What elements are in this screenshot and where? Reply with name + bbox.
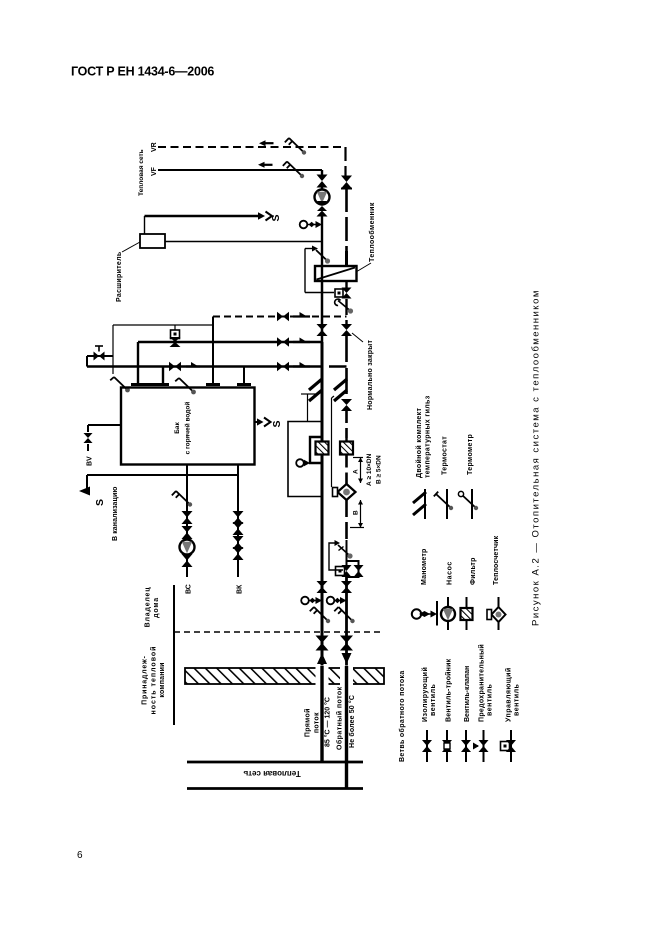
svg-text:Насос: Насос (447, 561, 454, 585)
svg-text:Рисунок А.2 — Отопительная сис: Рисунок А.2 — Отопительная система с теп… (531, 289, 542, 626)
svg-text:дома: дома (153, 597, 160, 618)
svg-text:Термометр: Термометр (467, 434, 474, 475)
svg-text:Тепловая сеть: Тепловая сеть (243, 769, 300, 778)
svg-text:Не более 50 °С: Не более 50 °С (348, 695, 356, 748)
svg-text:Нормально закрыт: Нормально закрыт (367, 340, 374, 410)
svg-text:с горячей водой: с горячей водой (184, 402, 192, 455)
svg-text:поток: поток (314, 712, 321, 733)
svg-text:В ≥ 5×DN: В ≥ 5×DN (376, 455, 383, 484)
svg-text:S: S (270, 214, 282, 221)
svg-text:Теплообменник: Теплообменник (368, 202, 376, 262)
svg-text:вентиль: вентиль (487, 683, 494, 716)
svg-text:ВК: ВК (237, 584, 244, 594)
svg-text:В канализацию: В канализацию (112, 487, 119, 541)
svg-text:Прямой: Прямой (304, 708, 312, 737)
svg-text:Владелец: Владелец (145, 587, 152, 628)
svg-text:VR: VR (151, 142, 158, 152)
svg-text:85 °С — 120 °С: 85 °С — 120 °С (324, 697, 332, 747)
svg-text:В: В (353, 510, 360, 515)
svg-text:Принадлеж-: Принадлеж- (142, 655, 149, 705)
svg-text:Двойной комплект: Двойной комплект (415, 407, 423, 478)
svg-text:Теплосчетчик: Теплосчетчик (493, 535, 500, 585)
svg-text:Вентиль-тройник: Вентиль-тройник (445, 658, 453, 722)
svg-text:Предохранительный: Предохранительный (478, 644, 486, 722)
svg-text:VF: VF (151, 166, 158, 176)
svg-text:ность тепловой: ность тепловой (150, 646, 158, 715)
svg-text:Фильтр: Фильтр (470, 557, 477, 585)
svg-text:вентиль: вентиль (430, 683, 437, 716)
svg-text:Управляющий: Управляющий (505, 667, 513, 722)
svg-text:температурных гильз: температурных гильз (425, 395, 432, 478)
svg-text:Ветвь обратного потока: Ветвь обратного потока (398, 670, 406, 762)
svg-text:А: А (353, 469, 360, 474)
svg-text:компании: компании (159, 662, 166, 697)
svg-text:Расширитель: Расширитель (116, 251, 123, 302)
svg-text:Изолирующий: Изолирующий (421, 667, 429, 722)
svg-text:Тепловая сеть: Тепловая сеть (138, 149, 145, 196)
svg-text:S: S (94, 499, 106, 506)
svg-text:А ≥ 10×DN: А ≥ 10×DN (366, 453, 373, 486)
svg-text:ВС: ВС (186, 584, 193, 594)
svg-text:Термостат: Термостат (442, 436, 449, 475)
svg-text:Бак: Бак (174, 421, 181, 433)
svg-text:Обратный поток: Обратный поток (336, 686, 344, 750)
svg-text:S: S (271, 420, 283, 427)
svg-text:ГОСТ Р ЕН 1434-6—2006: ГОСТ Р ЕН 1434-6—2006 (71, 65, 214, 79)
svg-text:Вентиль-клапан: Вентиль-клапан (464, 666, 471, 722)
svg-text:Манометр: Манометр (421, 548, 428, 585)
svg-text:6: 6 (77, 850, 83, 861)
svg-text:BV: BV (87, 456, 94, 466)
svg-text:вентиль: вентиль (514, 683, 521, 716)
